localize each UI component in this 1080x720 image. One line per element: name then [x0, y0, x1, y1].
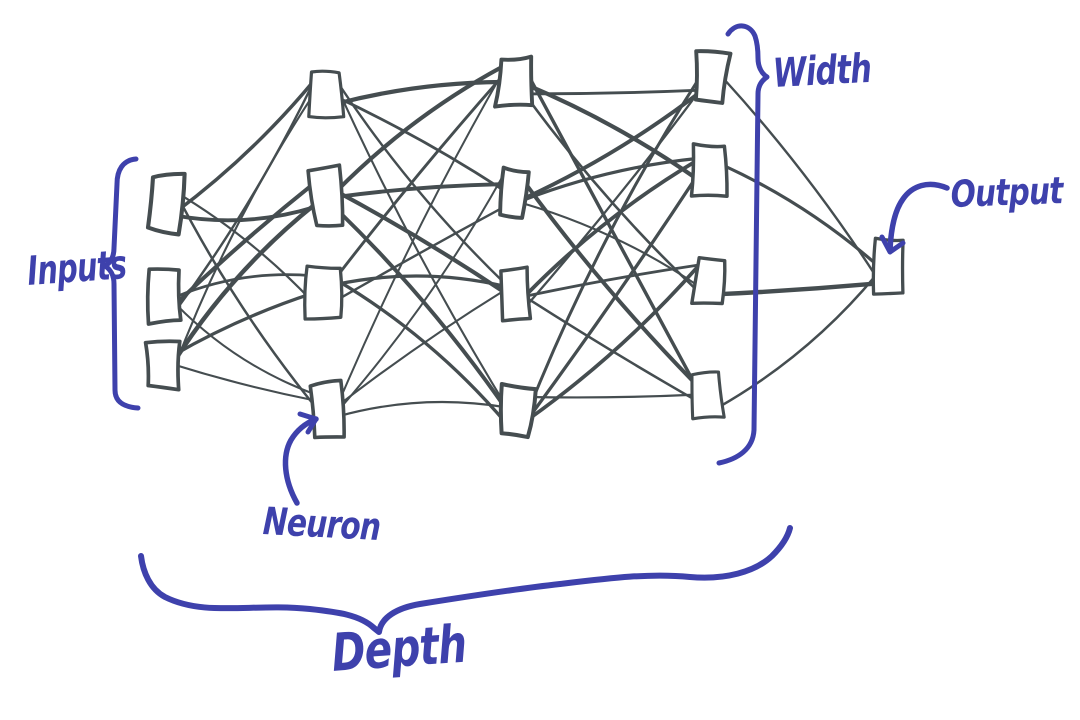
- connection-line: [173, 78, 316, 215]
- connection-line: [337, 178, 502, 412]
- neuron-node: [306, 163, 345, 228]
- connection-line: [335, 95, 503, 190]
- connection-line: [719, 162, 878, 266]
- connection-line: [336, 289, 506, 407]
- connection-line: [171, 202, 318, 364]
- connection-line: [174, 303, 317, 396]
- neuron-node: [498, 382, 538, 440]
- neuron-node: [145, 171, 187, 237]
- connection-line: [522, 156, 700, 202]
- connection-line: [336, 208, 508, 411]
- connection-line: [522, 82, 701, 182]
- connection-line: [173, 190, 315, 304]
- connection-line: [337, 72, 503, 406]
- output-arrow: [879, 181, 950, 255]
- connection-line: [718, 281, 879, 297]
- connection-line: [335, 86, 508, 407]
- neuron-node: [499, 265, 533, 323]
- connection-line: [525, 158, 700, 296]
- connection-line: [334, 79, 505, 106]
- connection-line: [336, 182, 503, 199]
- connection-line: [523, 67, 698, 388]
- connection-line: [336, 400, 508, 418]
- connection-line: [173, 189, 317, 408]
- connection-line: [172, 92, 316, 370]
- depth-brace: [138, 525, 793, 635]
- width-label: Width: [771, 45, 873, 97]
- connection-line: [525, 296, 698, 402]
- connection-line: [335, 190, 507, 295]
- connection-line: [172, 363, 317, 402]
- neuron-node: [303, 264, 344, 321]
- neuron-node: [690, 370, 726, 421]
- connection-line: [334, 75, 504, 280]
- neuron-node: [145, 267, 183, 326]
- connection-line: [334, 274, 506, 288]
- connection-line: [335, 64, 505, 192]
- output-label: Output: [949, 169, 1064, 216]
- connection-line: [525, 89, 702, 307]
- connection-line: [527, 75, 702, 411]
- connection-line: [334, 278, 508, 425]
- neuron-node: [690, 256, 727, 306]
- neuron-node: [498, 165, 531, 220]
- neuron-node: [693, 49, 733, 105]
- neuron-node: [493, 54, 535, 109]
- connection-line: [335, 80, 506, 284]
- connection-line: [527, 393, 698, 399]
- neuron-node: [307, 69, 346, 120]
- neuron-label: Neuron: [261, 499, 382, 550]
- connection-line: [527, 172, 700, 420]
- neuron-node: [871, 236, 905, 296]
- connection-line: [522, 179, 698, 387]
- neuron-node: [143, 339, 182, 392]
- connection-line: [334, 207, 503, 302]
- connection-line: [173, 205, 317, 223]
- inputs-brace: [102, 156, 141, 411]
- neuron-node: [689, 142, 729, 198]
- width-brace: [716, 23, 770, 466]
- connection-line: [174, 273, 315, 299]
- depth-label: Depth: [329, 614, 469, 684]
- connection-line: [174, 180, 317, 306]
- connection-line: [717, 273, 878, 409]
- inputs-label: Inputs: [25, 242, 128, 295]
- connection-line: [527, 264, 700, 421]
- connection-line: [172, 291, 315, 357]
- connection-line: [525, 263, 700, 298]
- neuron-arrow: [282, 411, 319, 506]
